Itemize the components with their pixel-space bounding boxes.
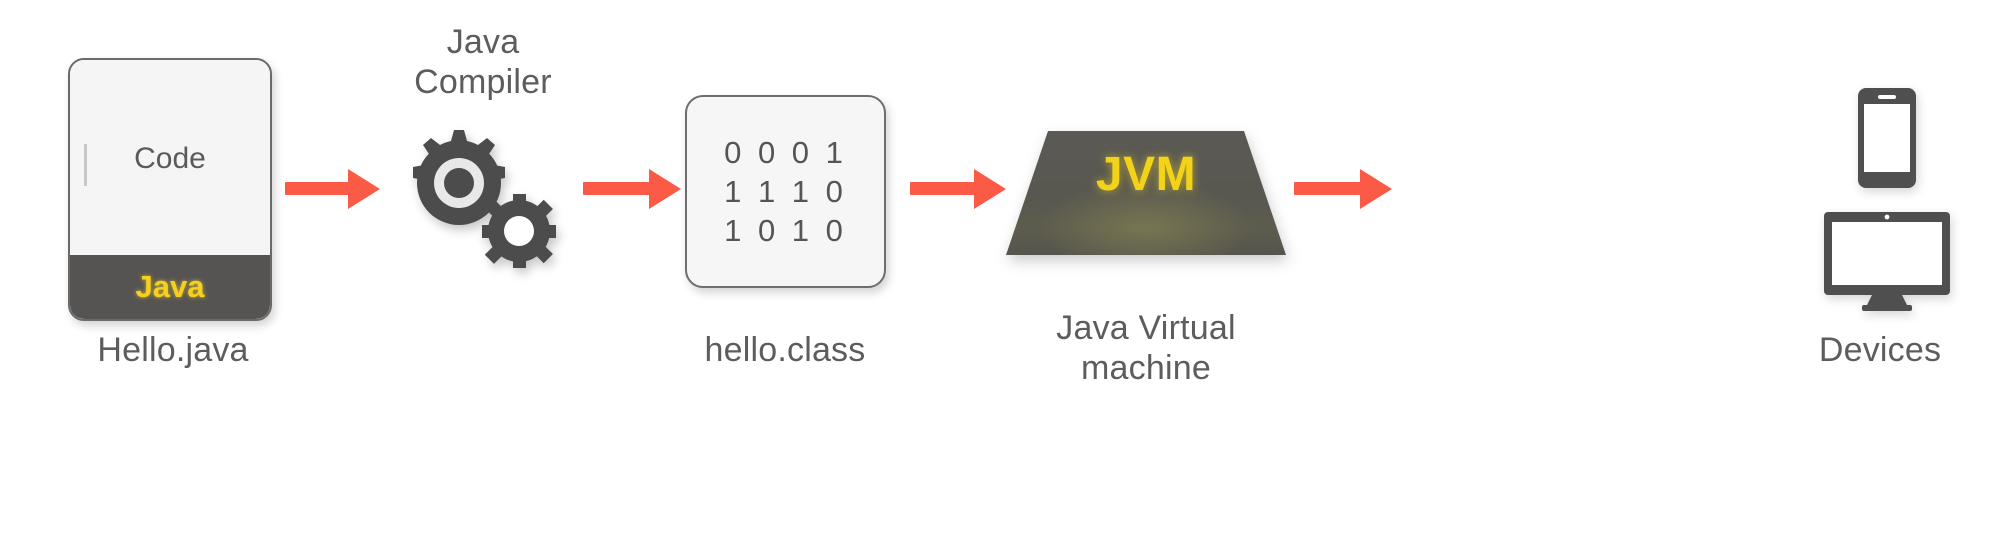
caption-devices: Devices	[1818, 331, 1942, 369]
bytecode-line-2: 1 0 1 0	[724, 213, 847, 248]
bytecode-box: 0 0 0 1 1 1 1 0 1 0 1 0	[685, 95, 886, 288]
smartphone-icon	[1858, 88, 1916, 188]
text-cursor-icon	[84, 144, 87, 186]
caption-java-compiler: Java Compiler	[414, 23, 552, 101]
gears-icon	[388, 122, 578, 277]
code-area: Code	[70, 60, 270, 257]
bytecode-line-1: 1 1 1 0	[724, 174, 847, 209]
arrow-jvm-to-devices	[1294, 169, 1394, 209]
code-label: Code	[134, 141, 206, 175]
arrow-bytecode-to-jvm	[910, 169, 1008, 209]
bytecode-line-0: 0 0 0 1	[724, 135, 847, 170]
arrow-compiler-to-bytecode	[583, 169, 683, 209]
language-badge-label: Java	[135, 269, 205, 304]
source-file-card: Code Java	[68, 58, 272, 321]
caption-hello-java: Hello.java	[97, 331, 249, 369]
desktop-monitor-icon	[1824, 212, 1950, 311]
jvm-shape: JVM	[1006, 131, 1286, 255]
devices-group	[1812, 86, 1962, 311]
arrow-source-to-compiler	[285, 169, 380, 209]
caption-java-virtual-machine: Java Virtual machine	[1056, 309, 1236, 387]
jvm-label: JVM	[1095, 148, 1197, 201]
caption-hello-class: hello.class	[704, 331, 866, 369]
language-badge: Java	[70, 255, 270, 319]
